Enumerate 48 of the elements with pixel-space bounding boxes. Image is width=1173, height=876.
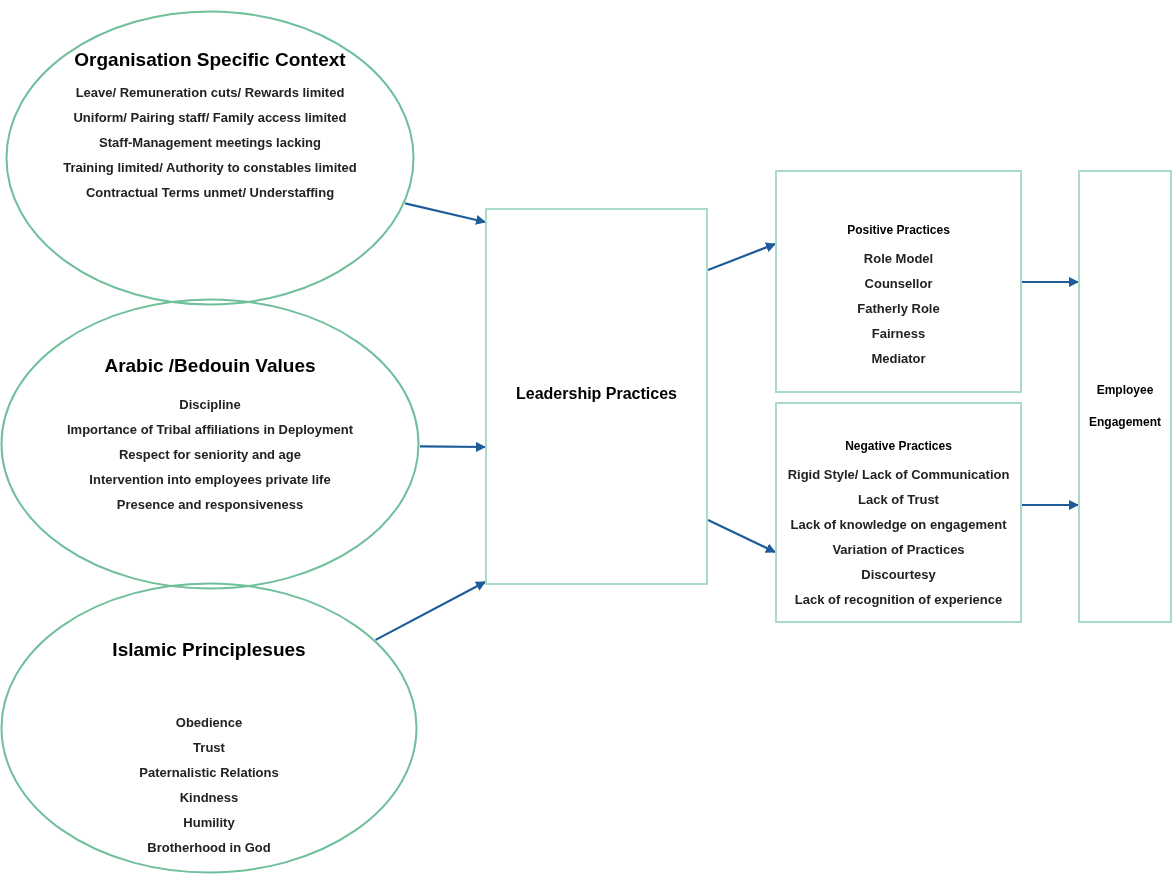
list-item: Contractual Terms unmet/ Understaffing: [84, 184, 336, 202]
list-item: Respect for seniority and age: [117, 446, 303, 464]
list-item: Kindness: [178, 789, 240, 807]
arrow: [1022, 277, 1079, 287]
box-node: [775, 402, 1022, 623]
box-node: [1078, 170, 1172, 623]
arrow: [1022, 500, 1079, 510]
list-item: Humility: [182, 814, 236, 832]
list-item: Role Model: [862, 250, 935, 268]
box-node: [485, 208, 708, 585]
arrow: [375, 581, 486, 641]
list-item: Brotherhood in God: [146, 839, 272, 857]
list-item: Lack of knowledge on engagement: [789, 516, 1008, 534]
list-item: Discourtesy: [860, 566, 937, 584]
node-heading: Islamic Principlesues: [111, 638, 307, 662]
list-item: Variation of Practices: [831, 541, 966, 559]
node-heading: Negative Practices: [844, 438, 953, 455]
box-node: [775, 170, 1022, 393]
node-heading: Arabic /Bedouin Values: [103, 354, 317, 378]
list-item: Leave/ Remuneration cuts/ Rewards limited: [74, 84, 346, 102]
arrow: [419, 441, 486, 452]
list-item: Fairness: [870, 325, 927, 343]
list-item: Counsellor: [863, 275, 934, 293]
node-heading: Organisation Specific Context: [73, 48, 347, 72]
list-item: Lack of recognition of experience: [793, 591, 1004, 609]
list-item: Lack of Trust: [857, 491, 940, 509]
list-item: Training limited/ Authority to constables limited: [62, 159, 358, 177]
list-item: Discipline: [178, 396, 242, 414]
list-item: Presence and responsiveness: [115, 496, 305, 514]
list-item: Importance of Tribal affiliations in Deployment: [65, 421, 354, 439]
oval-node: [0, 298, 420, 590]
list-item: Obedience: [174, 714, 244, 732]
arrow: [404, 202, 486, 225]
list-item: Fatherly Role: [856, 300, 941, 318]
oval-node: [5, 10, 415, 306]
node-heading: Positive Practices: [846, 222, 951, 239]
list-item: Paternalistic Relations: [138, 764, 280, 782]
list-item: Uniform/ Pairing staff/ Family access limited: [72, 109, 348, 127]
list-item: Rigid Style/ Lack of Communication: [786, 466, 1011, 484]
node-heading: Leadership Practices: [515, 384, 678, 404]
list-item: Mediator: [870, 350, 927, 368]
list-item: Trust: [192, 739, 226, 757]
node-heading: Employee Engagement: [1088, 382, 1162, 431]
arrow: [707, 519, 776, 553]
oval-node: [0, 582, 418, 874]
list-item: Staff-Management meetings lacking: [98, 134, 322, 152]
list-item: Intervention into employees private life: [88, 471, 332, 489]
arrow: [707, 242, 776, 272]
